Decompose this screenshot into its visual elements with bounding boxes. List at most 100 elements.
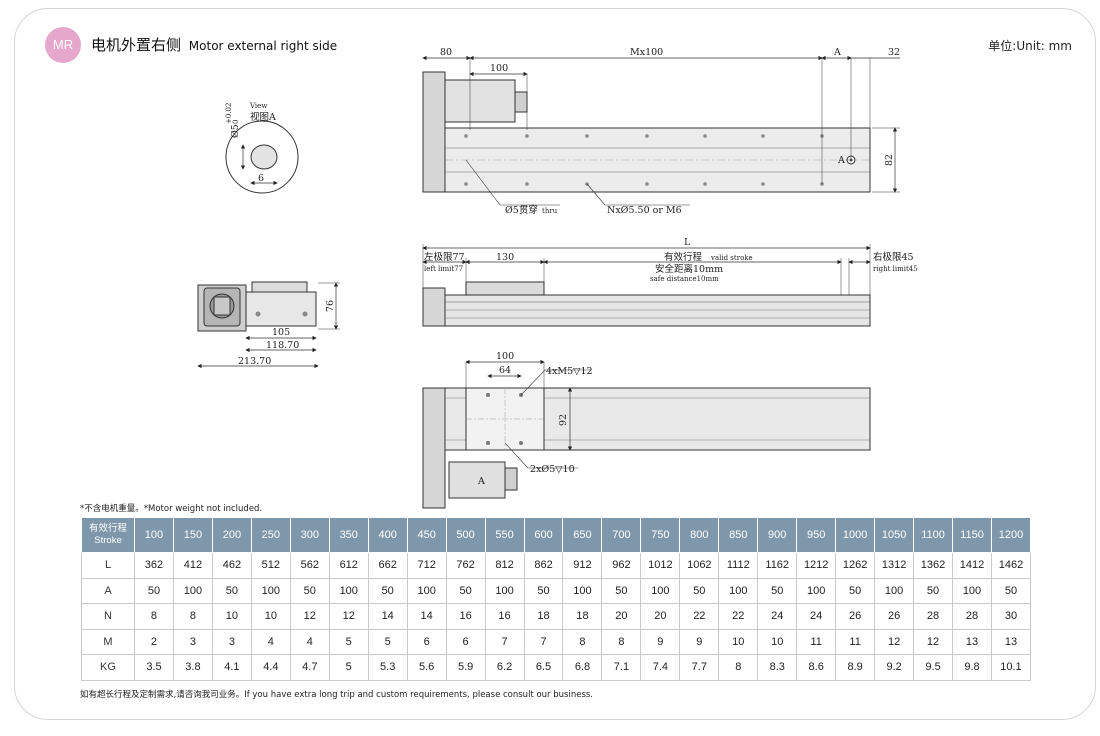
table-cell: 1462 <box>990 552 1032 579</box>
table-cell: 3 <box>172 628 213 655</box>
view-a-view-label: View <box>249 102 267 110</box>
table-cell: 50 <box>990 577 1032 604</box>
table-cell: 4 <box>289 628 330 655</box>
end-view: 76 105 118.70 213.70 <box>197 281 340 369</box>
table-cell: 8 <box>134 603 174 630</box>
footer-note: 如有超长行程及定制需求,请咨询我司业务。If you have extra lo… <box>80 690 594 700</box>
stroke-column-header: 600 <box>523 517 564 553</box>
table-cell: 24 <box>757 603 798 630</box>
side-view-safe: 安全距离10mm <box>655 263 723 275</box>
table-cell: 8.6 <box>796 654 837 681</box>
table-cell: 1012 <box>640 552 681 579</box>
stroke-header-cn: 有效行程 <box>88 523 127 534</box>
table-cell: 812 <box>484 552 525 579</box>
table-cell: 8 <box>172 603 213 630</box>
table-cell: 7.7 <box>679 654 720 681</box>
carriage-view: A 100 64 4xM5▽12 92 2xØ5▽10 <box>422 351 871 509</box>
top-view-hole-thru-en: thru <box>542 207 558 215</box>
table-cell: 100 <box>250 577 291 604</box>
technical-drawing: View 视图A Ø5 +0.02 0 6 76 105 118.70 213.… <box>197 47 918 509</box>
table-cell: 12 <box>913 628 954 655</box>
side-view-safe-en: safe distance10mm <box>650 275 719 283</box>
table-cell: 8 <box>718 654 759 681</box>
top-view-d82: 82 <box>884 154 895 166</box>
table-cell: 12 <box>328 603 369 630</box>
table-cell: 50 <box>757 577 798 604</box>
table-cell: 7 <box>484 628 525 655</box>
table-cell: 12 <box>874 628 915 655</box>
table-cell: 5.3 <box>367 654 408 681</box>
table-cell: 1212 <box>796 552 837 579</box>
table-cell: 50 <box>445 577 486 604</box>
table-cell: 5 <box>328 654 369 681</box>
table-cell: 100 <box>718 577 759 604</box>
title-cn: 电机外置右侧 <box>91 36 182 54</box>
table-cell: 50 <box>211 577 252 604</box>
stroke-column-header: 1200 <box>990 517 1032 553</box>
carriage-holes-bottom: 2xØ5▽10 <box>530 464 575 475</box>
table-cell: 9.5 <box>913 654 954 681</box>
stroke-column-header: 800 <box>679 517 720 553</box>
table-cell: 20 <box>601 603 642 630</box>
table-cell: 712 <box>406 552 447 579</box>
table-cell: 14 <box>406 603 447 630</box>
stroke-column-header: 100 <box>134 517 174 553</box>
table-cell: 26 <box>874 603 915 630</box>
table-cell: 7.4 <box>640 654 681 681</box>
table-cell: 7 <box>523 628 564 655</box>
end-view-w3: 213.70 <box>238 356 271 367</box>
table-cell: 100 <box>406 577 447 604</box>
view-a-tol-bottom: 0 <box>232 120 240 124</box>
top-view-hole-thru: Ø5贯穿 <box>505 204 538 216</box>
model-badge: MR <box>45 27 81 63</box>
table-cell: 3.5 <box>134 654 174 681</box>
top-view-da: A <box>833 47 841 58</box>
table-cell: 4.7 <box>289 654 330 681</box>
top-view-d100: 100 <box>490 63 508 74</box>
stroke-header-en: Stroke <box>94 535 122 546</box>
table-cell: 5 <box>367 628 408 655</box>
table-cell: 1112 <box>718 552 759 579</box>
stroke-column-header: 700 <box>601 517 642 553</box>
table-cell: 6 <box>445 628 486 655</box>
table-cell: 16 <box>445 603 486 630</box>
table-cell: 362 <box>134 552 174 579</box>
table-cell: 18 <box>523 603 564 630</box>
table-cell: 28 <box>952 603 992 630</box>
end-view-w1: 105 <box>272 327 290 338</box>
table-cell: 10 <box>757 628 798 655</box>
table-cell: 11 <box>835 628 876 655</box>
table-cell: 10 <box>211 603 252 630</box>
stroke-column-header: 1000 <box>835 517 876 553</box>
table-cell: 9 <box>640 628 681 655</box>
table-cell: 50 <box>289 577 330 604</box>
table-cell: 9.8 <box>952 654 992 681</box>
table-cell: 2 <box>134 628 174 655</box>
table-cell: 50 <box>835 577 876 604</box>
stroke-column-header: 400 <box>367 517 408 553</box>
table-cell: 100 <box>874 577 915 604</box>
table-cell: 50 <box>679 577 720 604</box>
row-label: M <box>81 628 135 655</box>
table-cell: 10 <box>250 603 291 630</box>
table-cell: 10 <box>718 628 759 655</box>
table-cell: 14 <box>367 603 408 630</box>
table-cell: 10.1 <box>990 654 1032 681</box>
table-cell: 4 <box>250 628 291 655</box>
table-cell: 4.1 <box>211 654 252 681</box>
carriage-d64: 64 <box>499 365 511 376</box>
table-cell: 50 <box>134 577 174 604</box>
table-cell: 1162 <box>757 552 798 579</box>
table-cell: 562 <box>289 552 330 579</box>
table-cell: 6.8 <box>562 654 603 681</box>
side-view-right-limit-en: right limit45 <box>873 265 918 273</box>
table-cell: 50 <box>523 577 564 604</box>
table-cell: 8 <box>562 628 603 655</box>
table-cell: 28 <box>913 603 954 630</box>
